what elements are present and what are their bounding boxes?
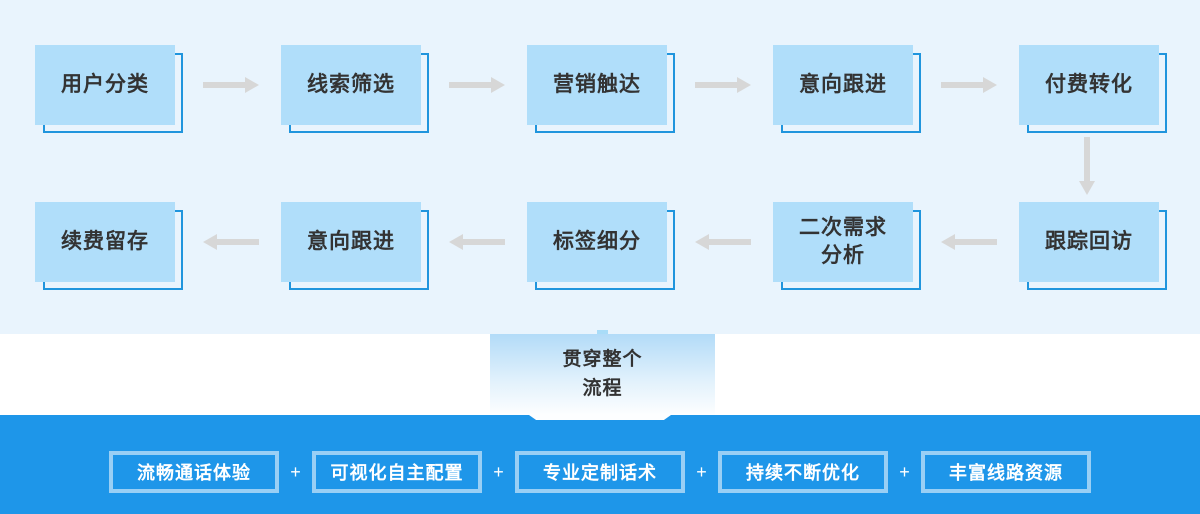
flow-step-tag-segmentation: 标签细分 xyxy=(527,202,675,290)
feature-label: 持续不断优化 xyxy=(746,463,860,483)
flow-step-intent-follow-up: 意向跟进 xyxy=(773,45,921,133)
arrow-right-icon xyxy=(695,77,751,93)
arrow-left-icon xyxy=(941,234,997,250)
step-label: 营销触达 xyxy=(553,72,641,96)
plus-separator: + xyxy=(696,462,707,482)
step-label: 跟踪回访 xyxy=(1045,229,1133,253)
arrow-left-icon xyxy=(695,234,751,250)
feature-label: 丰富线路资源 xyxy=(949,463,1063,483)
arrow-left-icon xyxy=(203,234,259,250)
feature-bar: 流畅通话体验 + 可视化自主配置 + 专业定制话术 + 持续不断优化 + 丰富线… xyxy=(0,415,1200,514)
step-label: 续费留存 xyxy=(61,229,149,253)
plus-separator: + xyxy=(290,462,301,482)
step-label: 用户分类 xyxy=(61,72,149,96)
feature-label: 可视化自主配置 xyxy=(330,463,464,483)
callout-label: 贯穿整个 流程 xyxy=(562,349,643,399)
step-label: 意向跟进 xyxy=(799,72,887,96)
step-label: 付费转化 xyxy=(1045,72,1133,96)
flow-step-user-segmentation: 用户分类 xyxy=(35,45,183,133)
flow-step-follow-up-visit: 跟踪回访 xyxy=(1019,202,1167,290)
flow-step-secondary-demand-analysis: 二次需求 分析 xyxy=(773,202,921,290)
plus-separator: + xyxy=(899,462,910,482)
flow-step-marketing-reach: 营销触达 xyxy=(527,45,675,133)
step-label: 线索筛选 xyxy=(307,72,395,96)
feature-badge-rich-line-resources: 丰富线路资源 xyxy=(921,451,1091,493)
arrow-right-icon xyxy=(941,77,997,93)
feature-label: 流畅通话体验 xyxy=(137,463,251,483)
feature-badge-smooth-calls: 流畅通话体验 xyxy=(109,451,279,493)
plus-separator: + xyxy=(493,462,504,482)
arrow-down-icon xyxy=(1079,137,1095,195)
arrow-right-icon xyxy=(449,77,505,93)
step-label: 意向跟进 xyxy=(307,229,395,253)
flow-step-lead-screening: 线索筛选 xyxy=(281,45,429,133)
arrow-left-icon xyxy=(449,234,505,250)
step-label: 二次需求 分析 xyxy=(799,215,887,267)
step-label: 标签细分 xyxy=(553,229,641,253)
flow-step-paid-conversion: 付费转化 xyxy=(1019,45,1167,133)
feature-badge-visual-config: 可视化自主配置 xyxy=(312,451,482,493)
arrow-right-icon xyxy=(203,77,259,93)
flow-step-intent-follow-up-2: 意向跟进 xyxy=(281,202,429,290)
feature-label: 专业定制话术 xyxy=(543,463,657,483)
callout-banner: 贯穿整个 流程 xyxy=(490,330,715,415)
feature-badge-continuous-optimization: 持续不断优化 xyxy=(718,451,888,493)
feature-badge-custom-scripts: 专业定制话术 xyxy=(515,451,685,493)
flow-step-renewal-retention: 续费留存 xyxy=(35,202,183,290)
